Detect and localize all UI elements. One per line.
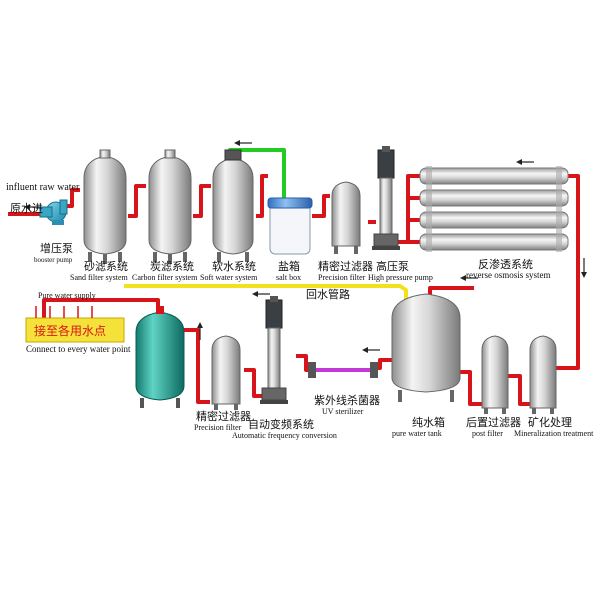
sand-label-en: Sand filter system <box>70 273 129 282</box>
precision-filter-1 <box>331 181 361 254</box>
hpump-label-cn: 高压泵 <box>376 259 409 273</box>
precision1-label-en: Precision filter <box>318 273 366 282</box>
pipe-booster-to-sand <box>66 188 80 208</box>
salt-label-en: salt box <box>276 273 301 282</box>
pipe-to-precision1 <box>312 194 330 218</box>
mineralization-filter <box>529 335 557 414</box>
ro-label-cn: 反渗透系统 <box>478 257 533 271</box>
salt-box <box>267 197 313 255</box>
arrow-up-icon <box>197 322 203 328</box>
pipe-soft-to-precision1 <box>256 174 268 218</box>
pipe-mineral-to-post <box>508 374 530 406</box>
pipe-teal-to-supply <box>42 298 160 318</box>
uv-sterilizer <box>308 362 378 378</box>
pipe-ro-to-mineral <box>556 174 580 370</box>
precision-filter-2 <box>211 335 241 410</box>
arrow-left-icon <box>234 140 240 146</box>
pipe-hpump-to-ro <box>398 174 420 244</box>
influent-label-en: influent raw water <box>6 182 80 193</box>
arrow-down-icon <box>35 306 93 318</box>
post-label-cn: 后置过滤器 <box>466 416 521 429</box>
carbon-label-en: Carbon filter system <box>132 273 198 282</box>
arrow-down-icon <box>581 272 587 278</box>
puretank-label-en: pure water tank <box>392 429 442 438</box>
soft-label-en: Soft water system <box>200 273 258 282</box>
post-label-en: post filter <box>472 429 503 438</box>
booster-label-en: booster pump <box>34 256 73 264</box>
booster-pump <box>39 199 68 225</box>
pipe-post-to-tank <box>460 370 482 406</box>
high-pressure-pump <box>372 146 400 250</box>
pipe-precision2-to-teal <box>184 328 210 404</box>
sand-filter-tank <box>83 149 127 264</box>
pipe-carbon-to-soft <box>193 184 211 218</box>
pressure-tank <box>135 306 185 408</box>
ro-membranes <box>419 166 569 252</box>
arrow-left-icon <box>362 347 368 353</box>
arrow-left-icon <box>252 291 258 297</box>
connect-label-cn: 接至各用水点 <box>34 323 106 338</box>
booster-label-cn: 增压泵 <box>40 241 73 255</box>
arrow-left-icon <box>24 204 30 210</box>
autofreq-label-cn: 自动变频系统 <box>248 417 314 431</box>
pipe-ro-manifold <box>408 196 420 244</box>
influent-label-cn: 原水进 <box>10 202 43 215</box>
return-pipe <box>124 284 408 300</box>
salt-label-cn: 盐箱 <box>278 259 300 273</box>
mineral-label-en: Mineralization treatment <box>514 429 594 438</box>
soft-label-cn: 软水系统 <box>212 259 256 273</box>
arrow-left-icon <box>460 275 466 281</box>
arrow-left-icon <box>516 159 522 165</box>
connect-label-en: Connect to every water point <box>26 344 131 354</box>
puretank-label-cn: 纯水箱 <box>412 415 445 429</box>
return-label-cn: 回水管路 <box>306 287 350 301</box>
labels: influent raw water 原水进 增压泵 booster pump … <box>6 182 594 440</box>
supply-box <box>25 306 125 343</box>
ro-label-en: reverse osmosis system <box>466 270 551 280</box>
hpump-label-en: High pressure pump <box>368 273 433 282</box>
pipe-autopump-to-precision2 <box>244 368 262 398</box>
mineral-label-cn: 矿化处理 <box>528 415 572 429</box>
uv-label-cn: 紫外线杀菌器 <box>314 393 380 407</box>
auto-frequency-pump <box>260 296 288 404</box>
uv-label-en: UV sterilizer <box>322 407 364 416</box>
soft-water-tank <box>212 149 254 262</box>
sand-label-cn: 砂滤系统 <box>84 260 128 273</box>
pure-water-tank <box>391 293 461 402</box>
precision2-label-en: Precision filter <box>194 423 242 432</box>
precision2-label-cn: 精密过滤器 <box>196 409 251 423</box>
carbon-label-cn: 炭滤系统 <box>150 260 194 273</box>
pipe-sand-to-carbon <box>128 184 146 218</box>
supply-label-en: Pure water supply <box>38 291 96 300</box>
post-filter <box>481 335 509 414</box>
autofreq-label-en: Automatic frequency conversion <box>232 431 337 440</box>
carbon-filter-tank <box>148 149 192 264</box>
precision1-label-cn: 精密过滤器 <box>318 259 373 273</box>
